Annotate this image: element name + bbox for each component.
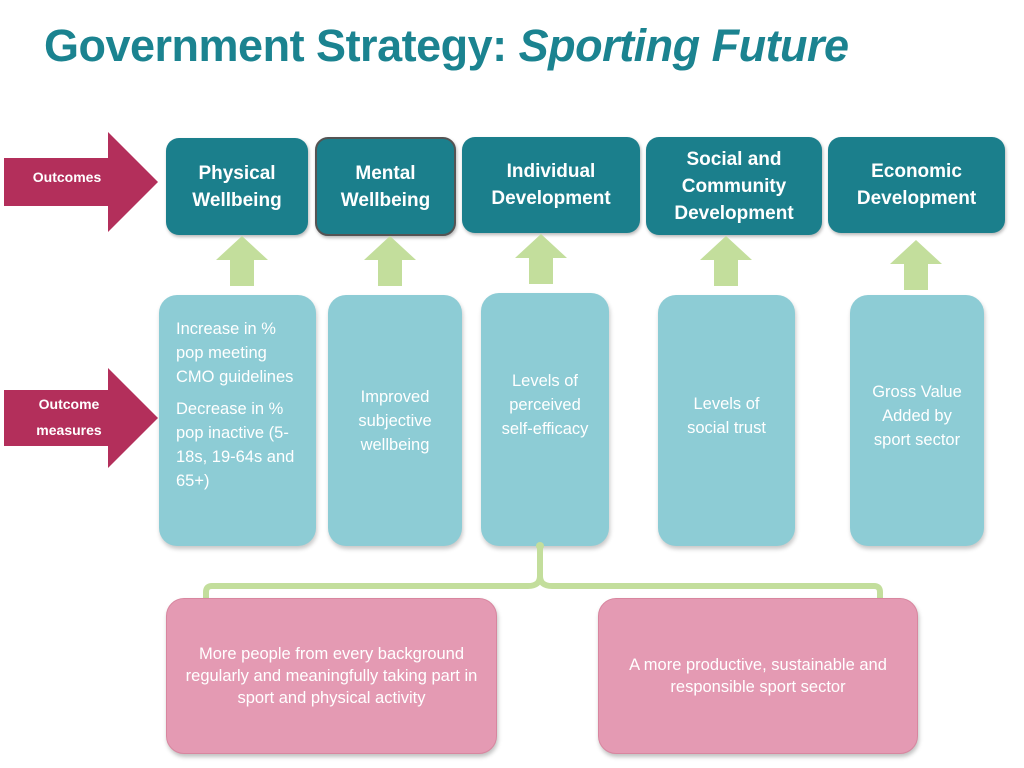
measure-mental-wellbeing: Improved subjective wellbeing bbox=[328, 295, 462, 546]
bottom-box-sport-sector: A more productive, sustainable and respo… bbox=[598, 598, 918, 754]
page-title: Government Strategy: Sporting Future bbox=[44, 20, 849, 72]
measure-physical-para1: Increase in % pop meeting CMO guidelines bbox=[176, 320, 294, 386]
measure-physical-para2: Decrease in % pop inactive (5-18s, 19-64… bbox=[176, 400, 295, 490]
measure-physical-wellbeing: Increase in % pop meeting CMO guidelines… bbox=[159, 295, 316, 546]
title-emphasis: Sporting Future bbox=[518, 20, 849, 71]
outcomes-arrow-icon bbox=[4, 132, 158, 232]
title-main: Government Strategy: bbox=[44, 20, 519, 71]
bottom-box-participation: More people from every background regula… bbox=[166, 598, 497, 754]
outcome-measures-arrow-icon bbox=[4, 368, 158, 468]
bracket-connector-icon bbox=[203, 542, 883, 600]
up-arrow-icon bbox=[890, 240, 942, 290]
outcome-measures-label: Outcome measures bbox=[36, 396, 102, 438]
measure-economic: Gross Value Added by sport sector bbox=[850, 295, 984, 546]
up-arrow-icon bbox=[515, 234, 567, 284]
up-arrow-icon bbox=[364, 236, 416, 286]
measure-individual-development: Levels of perceived self-efficacy bbox=[481, 293, 609, 546]
outcomes-label: Outcomes bbox=[32, 169, 102, 185]
measure-social-community: Levels of social trust bbox=[658, 295, 795, 546]
up-arrow-icon bbox=[216, 236, 268, 286]
up-arrow-icon bbox=[700, 236, 752, 286]
